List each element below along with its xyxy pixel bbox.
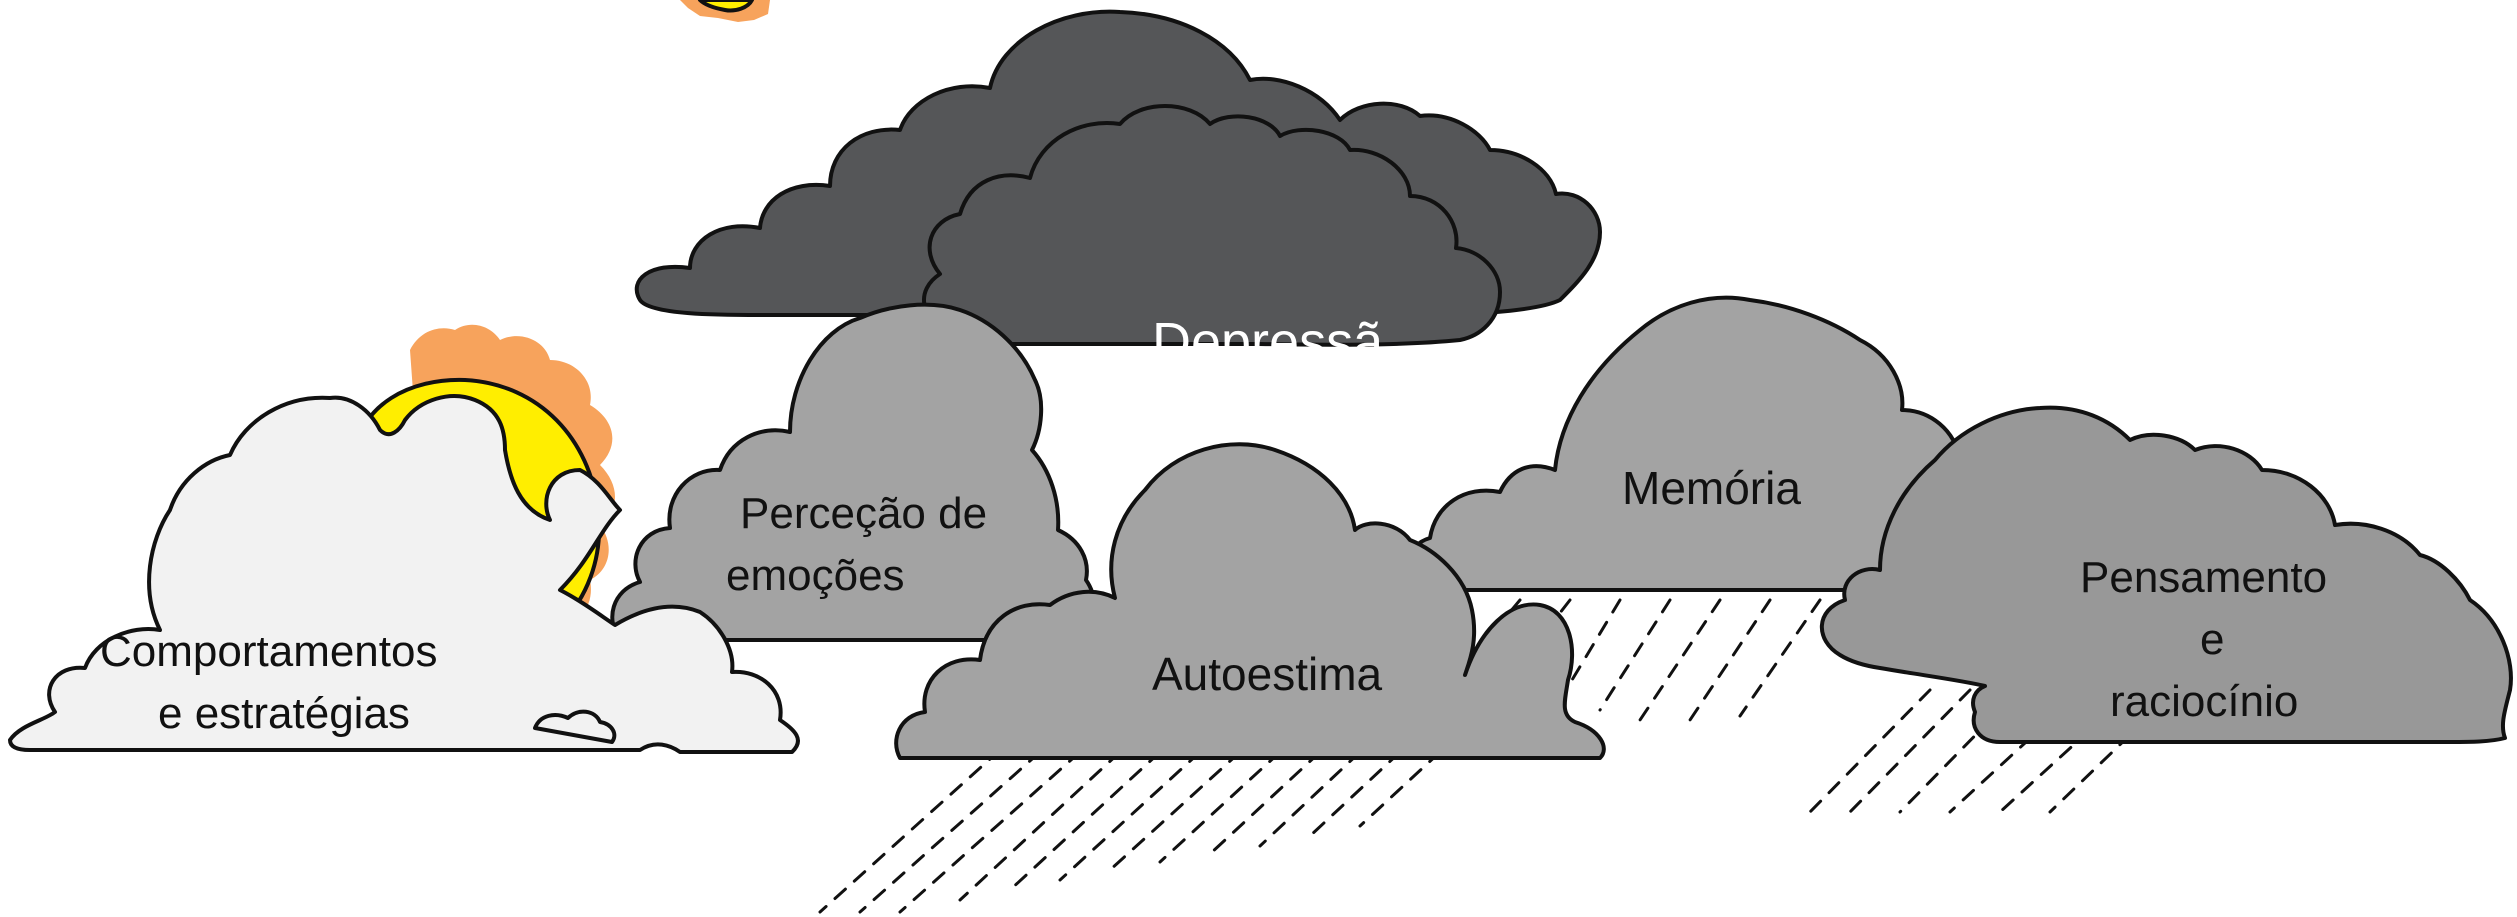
thinking-label-line1: Pensamento bbox=[2080, 553, 2327, 602]
self-esteem-cloud: Autoestima bbox=[894, 442, 1606, 760]
self-esteem-label: Autoestima bbox=[1152, 648, 1383, 700]
behaviors-cloud: Comportamentos e estratégias bbox=[8, 394, 800, 754]
memory-label: Memória bbox=[1622, 462, 1801, 514]
rain-icon bbox=[818, 748, 1442, 914]
small-sun-icon bbox=[680, 0, 770, 22]
emotions-label-line1: Perceção de bbox=[740, 489, 987, 538]
emotions-cloud: Perceção de emoções bbox=[610, 302, 1097, 642]
emotions-label-line2: emoções bbox=[726, 551, 905, 600]
behaviors-label-line2: e estratégias bbox=[158, 689, 410, 738]
thinking-label-line2: e bbox=[2200, 615, 2224, 664]
depression-cloud: Depressã o bbox=[634, 9, 1602, 452]
behaviors-label-line1: Comportamentos bbox=[100, 627, 437, 676]
depression-label-line2: o bbox=[1152, 392, 1182, 452]
depression-label-line1: Depressã bbox=[1152, 312, 1384, 372]
thinking-cloud: Pensamento e raciocínio bbox=[1819, 405, 2513, 744]
thinking-label-line3: raciocínio bbox=[2110, 677, 2298, 726]
